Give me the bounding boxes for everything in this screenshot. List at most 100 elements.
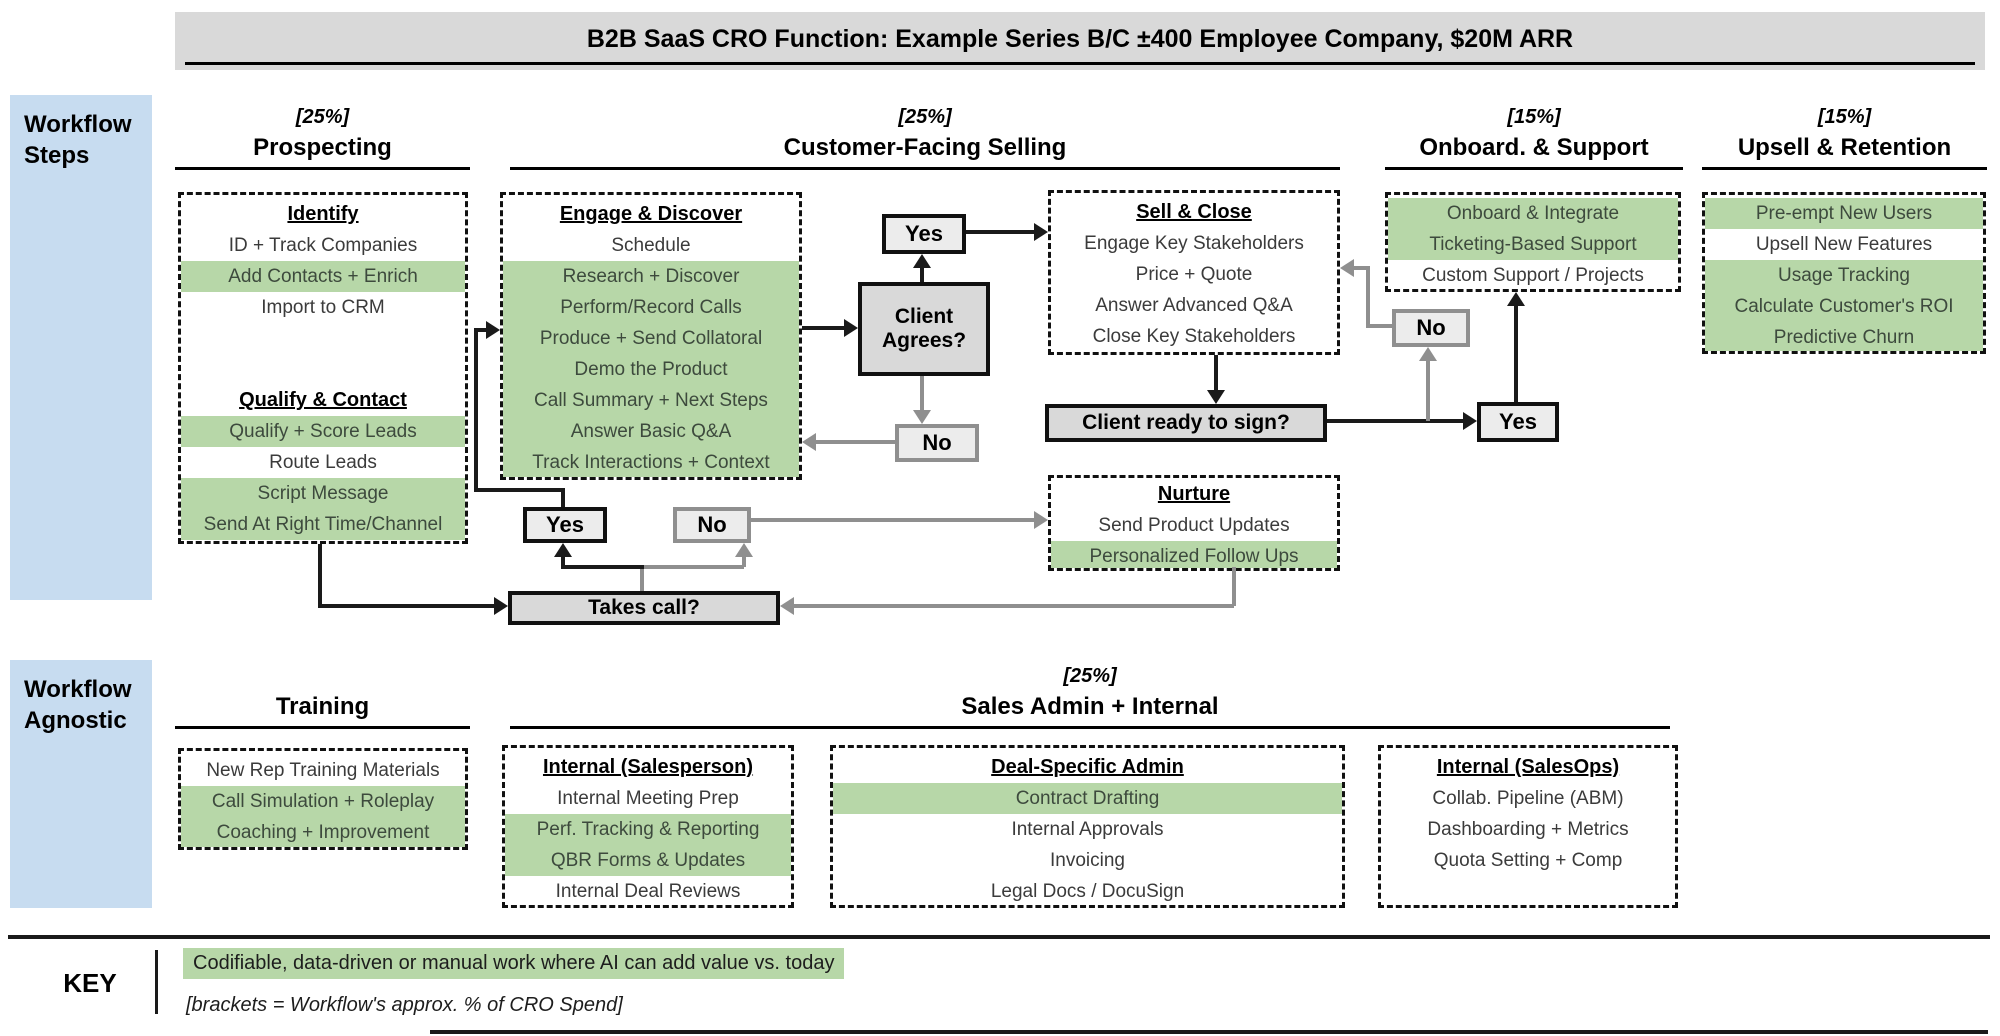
onboard-label: Onboard. & Support bbox=[1385, 134, 1683, 170]
arrowhead bbox=[1340, 259, 1354, 277]
connector-ready-to-yes bbox=[1327, 419, 1463, 423]
column-header-training: Training bbox=[175, 665, 470, 729]
key-green-meaning: Codifiable, data-driven or manual work w… bbox=[183, 948, 845, 979]
task-row-ai-value: Coaching + Improvement bbox=[181, 817, 465, 847]
task-row-ai-value: Calculate Customer's ROI bbox=[1705, 291, 1983, 322]
box-internal-salesops: Internal (SalesOps)Collab. Pipeline (ABM… bbox=[1378, 745, 1678, 908]
connector-agrees-to-no bbox=[920, 376, 924, 412]
yes-node-client-agrees: Yes bbox=[882, 214, 966, 254]
task-row: Quota Setting + Comp bbox=[1433, 850, 1623, 871]
box-header: Qualify & Contact bbox=[239, 389, 407, 411]
task-row: Engage Key Stakeholders bbox=[1084, 233, 1304, 254]
sidebar-agnostic-line1: Workflow bbox=[24, 676, 132, 703]
task-row-ai-value: Demo the Product bbox=[503, 354, 799, 385]
selling-label: Customer-Facing Selling bbox=[510, 134, 1340, 170]
page-title: B2B SaaS CRO Function: Example Series B/… bbox=[586, 25, 1574, 53]
column-header-prospecting: [25%] Prospecting bbox=[175, 106, 470, 170]
task-row: Price + Quote bbox=[1135, 264, 1253, 285]
upsell-percent: [15%] bbox=[1817, 106, 1872, 128]
task-row-ai-value: Research + Discover bbox=[503, 261, 799, 292]
arrowhead bbox=[494, 597, 508, 615]
sidebar-workflow-steps: Workflow Steps bbox=[10, 95, 152, 600]
title-bar: B2B SaaS CRO Function: Example Series B/… bbox=[175, 12, 1985, 70]
arrowhead bbox=[1207, 390, 1225, 404]
box-header: Deal-Specific Admin bbox=[991, 756, 1184, 778]
box-header: Internal (SalesOps) bbox=[1436, 756, 1620, 778]
connector-junction-to-yes bbox=[561, 565, 644, 569]
connector-yes-left bbox=[474, 488, 565, 492]
connector-junction-to-no bbox=[644, 565, 744, 569]
arrowhead bbox=[1419, 347, 1437, 361]
task-row: Internal Approvals bbox=[1011, 819, 1164, 840]
task-row: Invoicing bbox=[1050, 850, 1125, 871]
connector-no-to-sell-3 bbox=[1354, 266, 1368, 270]
row-spacer bbox=[181, 323, 465, 386]
arrowhead bbox=[802, 433, 816, 451]
task-row: Dashboarding + Metrics bbox=[1427, 819, 1629, 840]
task-row-ai-value: QBR Forms & Updates bbox=[505, 845, 791, 876]
no-node-takes-call: No bbox=[673, 507, 751, 543]
selling-percent: [25%] bbox=[898, 106, 952, 128]
box-header: Sell & Close bbox=[1136, 201, 1252, 223]
task-row: Legal Docs / DocuSign bbox=[990, 881, 1185, 902]
task-row-ai-value: Qualify + Score Leads bbox=[181, 416, 465, 447]
connector-prospecting-down bbox=[318, 544, 322, 606]
connector-nurture-down bbox=[1232, 567, 1236, 606]
sidebar-workflow-agnostic: Workflow Agnostic bbox=[10, 660, 152, 908]
no-node-client-agrees: No bbox=[895, 424, 979, 462]
prospecting-label: Prospecting bbox=[175, 134, 470, 170]
connector-prospecting-to-takescall bbox=[318, 604, 496, 608]
key-divider bbox=[155, 950, 158, 1014]
sales-admin-percent: [25%] bbox=[1063, 665, 1117, 687]
sales-admin-label: Sales Admin + Internal bbox=[510, 693, 1670, 729]
task-row-ai-value: Contract Drafting bbox=[833, 783, 1342, 814]
connector-yes-into-engage bbox=[474, 328, 488, 332]
box-header: Nurture bbox=[1157, 483, 1231, 505]
arrowhead bbox=[554, 543, 572, 557]
task-row-ai-value: Script Message bbox=[181, 478, 465, 509]
connector-engage-to-agrees bbox=[802, 326, 850, 330]
arrowhead bbox=[844, 319, 858, 337]
column-header-selling: [25%] Customer-Facing Selling bbox=[510, 106, 1340, 170]
task-row-ai-value: Predictive Churn bbox=[1705, 322, 1983, 351]
task-row: Upsell New Features bbox=[1755, 234, 1933, 255]
arrowhead bbox=[913, 254, 931, 268]
yes-node-takes-call: Yes bbox=[523, 507, 607, 543]
title-underline bbox=[185, 62, 1975, 65]
connector-agrees-to-yes bbox=[920, 258, 924, 282]
task-row-ai-value: Call Summary + Next Steps bbox=[503, 385, 799, 416]
task-row-ai-value: Add Contacts + Enrich bbox=[181, 261, 465, 292]
box-header: Identify bbox=[287, 203, 359, 225]
box-header: Engage & Discover bbox=[559, 203, 743, 225]
arrowhead bbox=[486, 321, 500, 339]
task-row: Schedule bbox=[611, 235, 691, 256]
arrowhead bbox=[1034, 511, 1048, 529]
decision-takes-call: Takes call? bbox=[508, 591, 780, 625]
prospecting-percent: [25%] bbox=[295, 106, 350, 128]
key-green-row: Codifiable, data-driven or manual work w… bbox=[183, 948, 845, 979]
arrowhead bbox=[1463, 412, 1477, 430]
connector-junction-yes-up bbox=[561, 549, 565, 567]
task-row: New Rep Training Materials bbox=[206, 760, 440, 781]
task-row: Route Leads bbox=[269, 452, 377, 473]
sidebar-steps-line1: Workflow bbox=[24, 111, 132, 138]
connector-ready-to-no bbox=[1426, 353, 1430, 421]
task-row-ai-value: Personalized Follow Ups bbox=[1051, 541, 1337, 568]
key-brackets-note: [brackets = Workflow's approx. % of CRO … bbox=[186, 994, 623, 1016]
connector-nurture-to-takescall bbox=[794, 604, 1234, 608]
task-row-ai-value: Pre-empt New Users bbox=[1705, 198, 1983, 229]
arrowhead bbox=[735, 543, 753, 557]
arrowhead bbox=[1034, 223, 1048, 241]
connector-yes-up-2 bbox=[474, 328, 478, 492]
no-node-client-ready: No bbox=[1392, 309, 1470, 347]
task-row-ai-value: Track Interactions + Context bbox=[503, 447, 799, 477]
sidebar-agnostic-line2: Agnostic bbox=[24, 707, 127, 735]
connector-yes-up-1 bbox=[561, 490, 565, 507]
bottom-rule bbox=[430, 1030, 1988, 1034]
